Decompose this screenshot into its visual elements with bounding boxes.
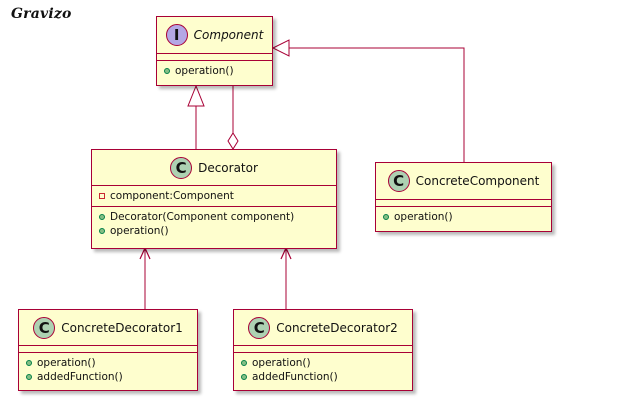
fields-section: [157, 54, 272, 61]
public-visibility-icon: [26, 374, 32, 380]
fields-section: [376, 200, 551, 207]
fields-section: [19, 346, 197, 353]
class-concrete-decorator2[interactable]: C ConcreteDecorator2 operation() addedFu…: [233, 309, 413, 391]
method-text: addedFunction(): [37, 371, 123, 383]
edge-concretecomponent-implements-component: [271, 39, 465, 162]
field-row: component:Component: [99, 189, 336, 203]
methods-section: Decorator(Component component) operation…: [92, 207, 336, 241]
class-stereotype-icon: C: [248, 316, 271, 339]
methods-section: operation() addedFunction(): [19, 353, 197, 387]
class-header: I Component: [157, 17, 272, 54]
methods-section: operation(): [376, 207, 551, 227]
class-stereotype-icon: C: [170, 156, 193, 179]
method-text: operation(): [175, 65, 234, 77]
class-name: Component: [193, 28, 264, 42]
class-name: ConcreteComponent: [415, 174, 540, 188]
public-visibility-icon: [241, 360, 247, 366]
public-visibility-icon: [26, 360, 32, 366]
methods-section: operation() addedFunction(): [234, 353, 412, 387]
class-header: C Decorator: [92, 150, 336, 186]
edge-decorator-implements-component: [187, 84, 205, 149]
private-visibility-icon: [99, 193, 105, 199]
methods-section: operation(): [157, 61, 272, 81]
method-row: operation(): [241, 356, 412, 370]
method-row: operation(): [26, 356, 197, 370]
edge-concretedecorator2-to-decorator: [280, 246, 292, 309]
public-visibility-icon: [241, 374, 247, 380]
class-concrete-decorator1[interactable]: C ConcreteDecorator1 operation() addedFu…: [18, 309, 198, 391]
field-text: component:Component: [110, 190, 234, 202]
public-visibility-icon: [99, 228, 105, 234]
method-row: operation(): [164, 64, 272, 78]
public-visibility-icon: [99, 214, 105, 220]
class-stereotype-icon: C: [387, 170, 410, 192]
method-row: Decorator(Component component): [99, 210, 336, 224]
fields-section: component:Component: [92, 186, 336, 207]
fields-section: [234, 346, 412, 353]
class-header: C ConcreteDecorator1: [19, 310, 197, 346]
class-name: Decorator: [198, 160, 258, 175]
class-concrete-component[interactable]: C ConcreteComponent operation(): [375, 162, 552, 232]
class-stereotype-icon: C: [33, 316, 56, 339]
method-row: operation(): [383, 210, 551, 224]
class-name: ConcreteDecorator2: [276, 320, 398, 335]
class-component[interactable]: I Component operation(): [156, 16, 273, 86]
method-text: operation(): [252, 357, 311, 369]
public-visibility-icon: [383, 214, 389, 220]
method-row: operation(): [99, 224, 336, 238]
class-name: ConcreteDecorator1: [61, 320, 183, 335]
interface-stereotype-icon: I: [165, 24, 188, 46]
method-row: addedFunction(): [241, 370, 412, 384]
method-text: operation(): [110, 225, 169, 237]
public-visibility-icon: [164, 68, 170, 74]
method-text: operation(): [37, 357, 96, 369]
class-header: C ConcreteComponent: [376, 163, 551, 200]
method-text: operation(): [394, 211, 453, 223]
method-text: addedFunction(): [252, 371, 338, 383]
gravizo-logo: Gravizo: [11, 6, 72, 22]
class-header: C ConcreteDecorator2: [234, 310, 412, 346]
edge-concretedecorator1-to-decorator: [139, 246, 151, 309]
class-decorator[interactable]: C Decorator component:Component Decorato…: [91, 149, 337, 249]
method-text: Decorator(Component component): [110, 211, 295, 223]
method-row: addedFunction(): [26, 370, 197, 384]
edge-decorator-aggregates-component: [227, 86, 239, 150]
